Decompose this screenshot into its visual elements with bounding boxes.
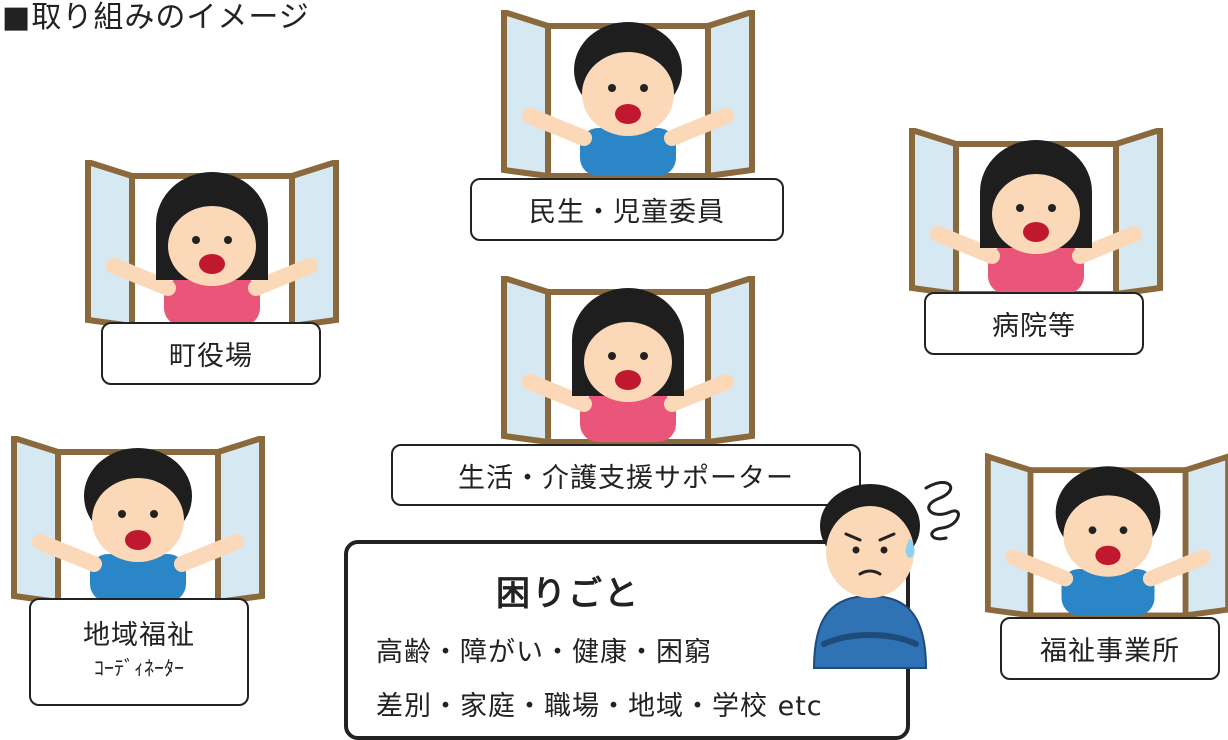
window-shutter-right: [708, 278, 752, 442]
person-eye: [1089, 526, 1097, 534]
window-shutter-left: [988, 457, 1031, 616]
person-mouth: [199, 254, 225, 274]
person-mouth: [615, 370, 641, 390]
trouble-heading: 困りごと: [348, 566, 788, 615]
label-coordinator: 地域福祉 ｺｰﾃﾞｨﾈｰﾀｰ: [29, 598, 249, 706]
label-support: 生活・介護支援サポーター: [391, 444, 861, 506]
window-shutter-left: [504, 12, 548, 176]
window-person-coordinator: [10, 436, 266, 604]
label-welfare-office: 福祉事業所: [1000, 617, 1220, 680]
window-shutter-left: [912, 130, 956, 294]
window-shutter-left: [504, 278, 548, 442]
label-coordinator-sub: ｺｰﾃﾞｨﾈｰﾀｰ: [94, 652, 184, 684]
person-eye: [608, 84, 616, 92]
label-minsei: 民生・児童委員: [470, 178, 784, 241]
window-person-support: [500, 276, 756, 444]
label-hospital: 病院等: [924, 292, 1144, 355]
person-eye: [1016, 204, 1024, 212]
person-eye: [1048, 204, 1056, 212]
window-shutter-right: [1116, 130, 1160, 294]
person-mouth: [1023, 222, 1049, 242]
person-eye: [224, 236, 232, 244]
person-mouth: [125, 530, 151, 550]
person-eye: [1120, 526, 1128, 534]
page-title: ■取り組みのイメージ: [2, 0, 310, 36]
person-eye: [640, 84, 648, 92]
window-shutter-right: [218, 438, 262, 602]
window-person-hospital: [908, 128, 1164, 296]
worried-person-illustration: [800, 468, 970, 678]
window-person-welfare-office: [984, 452, 1228, 620]
trouble-line-1: 高齢・障がい・健康・困窮: [376, 630, 712, 669]
label-coordinator-main: 地域福祉: [83, 620, 195, 652]
window-shutter-right: [708, 12, 752, 176]
window-shutter-left: [14, 438, 58, 602]
person-eye: [881, 547, 888, 554]
person-mouth: [1095, 546, 1120, 565]
person-eye: [118, 510, 126, 518]
person-eye: [608, 352, 616, 360]
person-eye: [150, 510, 158, 518]
person-mouth: [615, 104, 641, 124]
window-person-town: [84, 160, 340, 328]
worry-scribble-icon: [926, 482, 958, 538]
window-shutter-right: [292, 162, 336, 326]
person-eye: [192, 236, 200, 244]
window-shutter-left: [88, 162, 132, 326]
window-shutter-right: [1186, 457, 1228, 616]
person-eye: [853, 547, 860, 554]
label-town: 町役場: [101, 322, 321, 385]
window-person-minsei: [500, 10, 756, 178]
person-face: [826, 506, 914, 598]
trouble-line-2: 差別・家庭・職場・地域・学校 etc: [376, 684, 823, 723]
person-eye: [640, 352, 648, 360]
